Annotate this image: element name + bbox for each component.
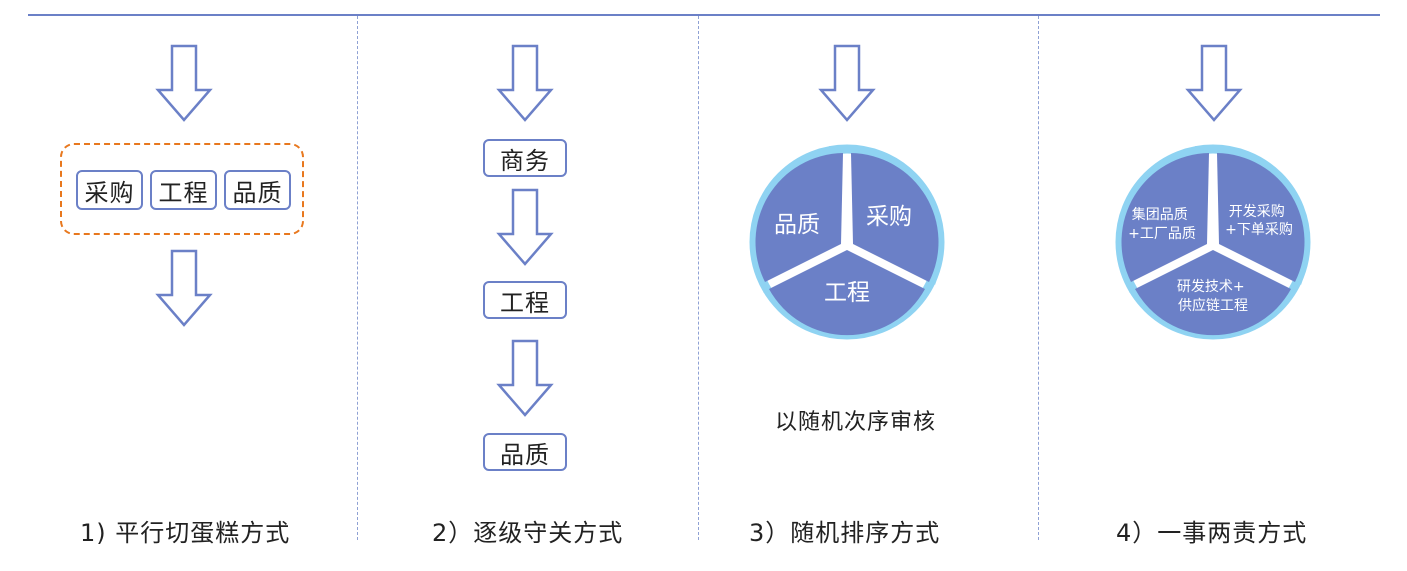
quality-box: 品质	[483, 433, 567, 471]
segment-label-bottom-line2: 供应链工程	[1178, 297, 1248, 314]
down-arrow-icon	[496, 44, 554, 122]
quality-box: 品质	[224, 170, 291, 210]
down-arrow-icon	[496, 188, 554, 266]
pie-segment-right	[851, 153, 939, 282]
dual-responsibility-pie: 集团品质 +工厂品质 开发采购 +下单采购 研发技术+ 供应链工程	[1115, 144, 1311, 340]
segment-label-left: 品质	[774, 212, 820, 238]
parallel-review-group	[60, 143, 304, 235]
down-arrow-icon	[1185, 44, 1243, 122]
segment-label-right-line2: +下单采购	[1225, 222, 1293, 238]
panel-separator	[1038, 16, 1039, 540]
panel3-caption: 3）随机排序方式	[749, 519, 941, 547]
panel2-caption: 2）逐级守关方式	[432, 519, 624, 547]
svg-text:开发采购 +下单采购: 开发采购 +下单采购	[1225, 204, 1293, 238]
panel-separator	[698, 16, 699, 540]
engineering-box: 工程	[483, 281, 567, 319]
panel1-caption: 1) 平行切蛋糕方式	[80, 519, 291, 547]
pie-segment-left	[755, 153, 843, 282]
down-arrow-icon	[496, 339, 554, 417]
down-arrow-icon	[818, 44, 876, 122]
segment-label-left-line1: 集团品质	[1132, 206, 1188, 223]
pie-segment-left	[1121, 153, 1209, 282]
svg-text:研发技术+ 供应链工程: 研发技术+ 供应链工程	[1177, 279, 1249, 314]
engineering-box: 工程	[150, 170, 217, 210]
down-arrow-icon	[155, 249, 213, 327]
down-arrow-icon	[155, 44, 213, 122]
pie-segment-bottom	[769, 250, 925, 336]
random-order-pie: 品质 采购 工程	[749, 144, 945, 340]
business-box: 商务	[483, 139, 567, 177]
panel4-caption: 4）一事两责方式	[1116, 519, 1308, 547]
pie-segment-right	[1217, 153, 1305, 282]
top-rule	[28, 14, 1380, 16]
procurement-box: 采购	[76, 170, 143, 210]
segment-label-right-line1: 开发采购	[1229, 204, 1285, 220]
panel-separator	[357, 16, 358, 540]
svg-text:集团品质 +工厂品质: 集团品质 +工厂品质	[1128, 206, 1196, 242]
random-order-note: 以随机次序审核	[775, 410, 937, 435]
segment-label-bottom: 工程	[824, 280, 870, 306]
segment-label-right: 采购	[866, 204, 912, 230]
segment-label-bottom-line1: 研发技术+	[1177, 279, 1245, 295]
pie-segment-bottom	[1135, 250, 1291, 336]
segment-label-left-line2: +工厂品质	[1128, 226, 1196, 242]
